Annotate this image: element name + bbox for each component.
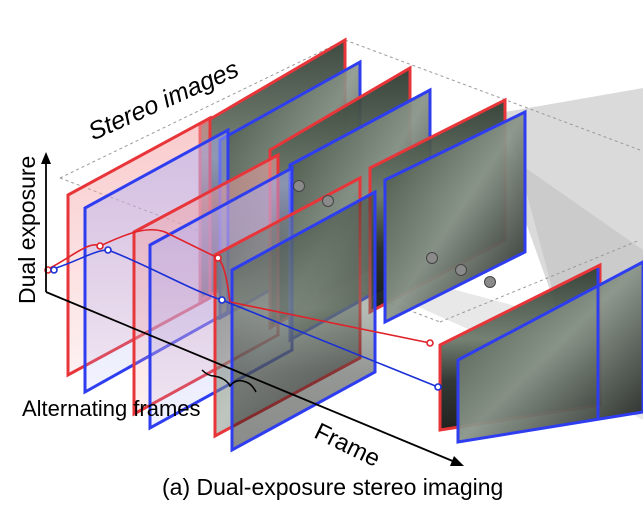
ellipsis-dots-icon — [293, 180, 496, 288]
axis-arrow-icon — [41, 152, 464, 466]
frame-right-blue — [456, 260, 643, 444]
blue-exposure-curve — [53, 249, 439, 388]
alternating-frames-label: Alternating frames — [22, 396, 201, 421]
dual-exposure-axis-label: Dual exposure — [14, 155, 40, 304]
frame-front-blue-3 — [230, 189, 377, 453]
stereo-frame-stack-right — [438, 260, 643, 444]
figure-caption: (a) Dual-exposure stereo imaging — [162, 474, 504, 500]
curly-brace-icon — [201, 369, 257, 393]
red-exposure-curve — [47, 228, 431, 344]
